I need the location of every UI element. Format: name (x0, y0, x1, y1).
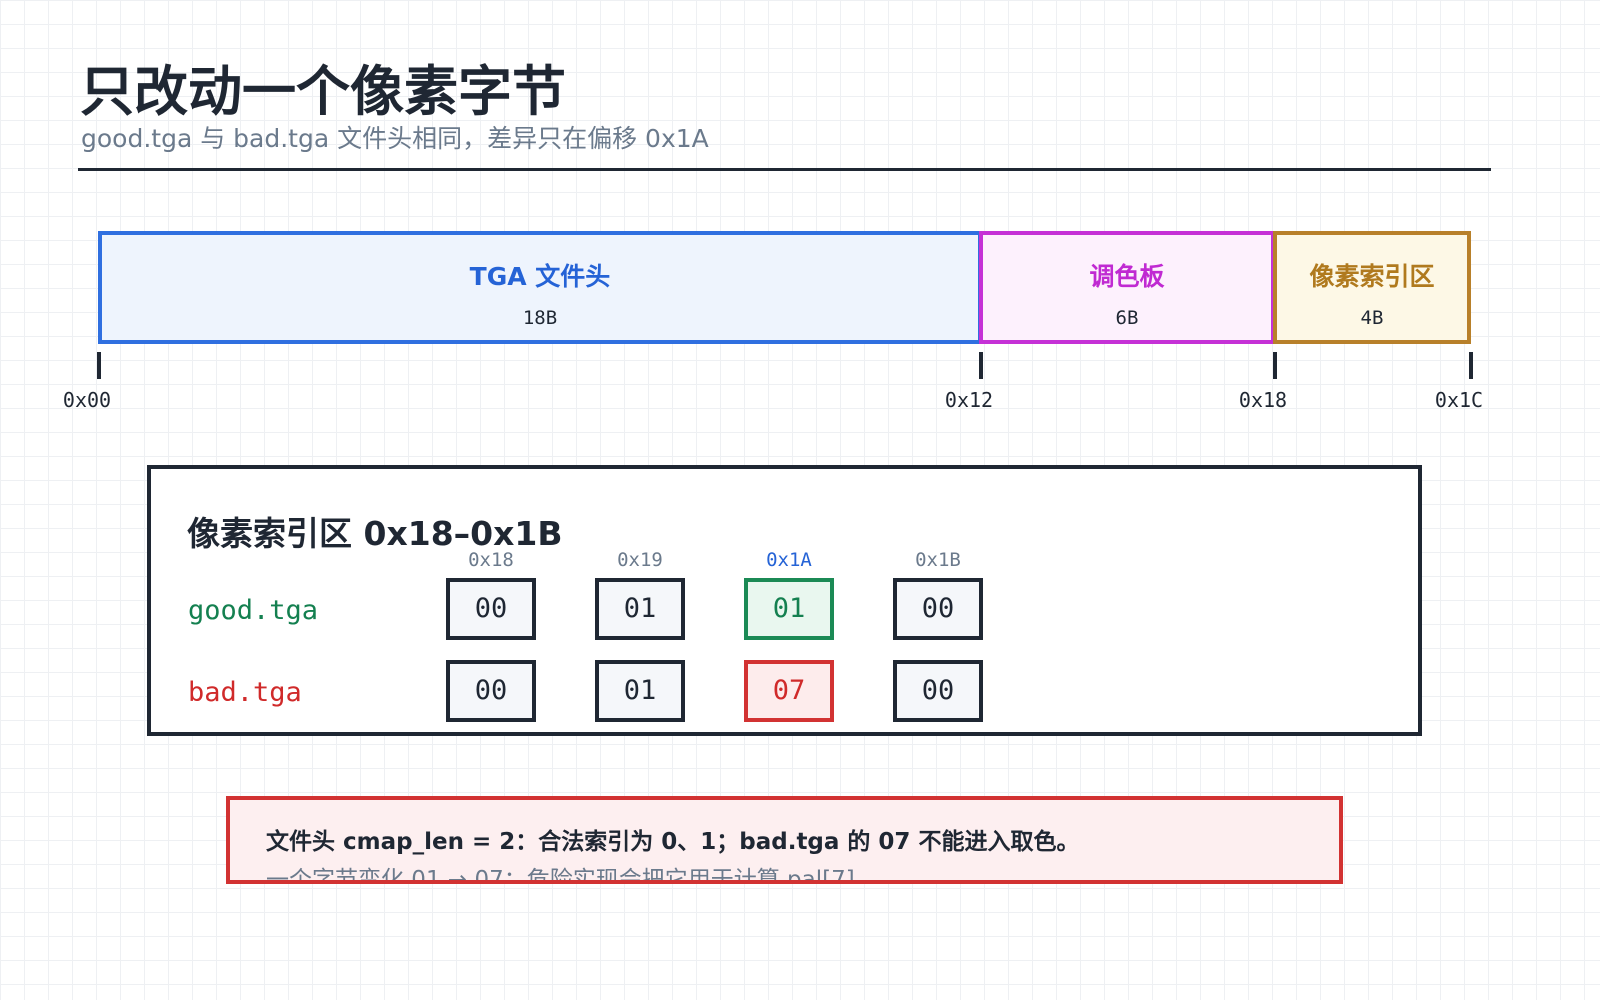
column-offset-label-highlighted: 0x1A (766, 549, 812, 571)
offset-tick (979, 352, 983, 379)
offset-label: 0x1C (1434, 388, 1484, 412)
segment-size: 6B (1115, 307, 1139, 329)
note-sub-text: 一个字节变化 01 → 07；危险实现会把它用于计算 pal[7]。 (266, 867, 878, 884)
segment-size: 4B (1360, 307, 1384, 329)
byte-cell: 01 (595, 578, 685, 640)
offset-tick (97, 352, 101, 379)
offset-label: 0x18 (1238, 388, 1288, 412)
offset-label: 0x12 (944, 388, 994, 412)
panel-title: 像素索引区 0x18–0x1B (187, 514, 563, 553)
byte-cell: 01 (595, 660, 685, 722)
byte-cell: 00 (893, 578, 983, 640)
title-divider (78, 168, 1491, 171)
row-label-good: good.tga (188, 595, 319, 626)
segment-name: TGA 文件头 (469, 262, 611, 291)
page-title: 只改动一个像素字节 (80, 60, 566, 123)
segment-size: 18B (522, 307, 558, 329)
segment-tga-header: TGA 文件头 18B (98, 231, 982, 344)
offset-tick (1469, 352, 1473, 379)
warning-note: 文件头 cmap_len = 2：合法索引为 0、1；bad.tga 的 07 … (226, 796, 1343, 884)
page-subtitle: good.tga 与 bad.tga 文件头相同，差异只在偏移 0x1A (81, 124, 709, 153)
offset-label: 0x00 (62, 388, 112, 412)
row-label-bad: bad.tga (188, 677, 302, 708)
note-main-text: 文件头 cmap_len = 2：合法索引为 0、1；bad.tga 的 07 … (266, 829, 1080, 855)
column-offset-label: 0x19 (617, 549, 663, 571)
offset-tick (1273, 352, 1277, 379)
segment-pixel-index: 像素索引区 4B (1273, 231, 1471, 344)
segment-palette: 调色板 6B (979, 231, 1275, 344)
byte-cell: 00 (446, 660, 536, 722)
byte-comparison-panel: 像素索引区 0x18–0x1B 0x18 0x19 0x1A 0x1B good… (147, 465, 1422, 736)
segment-name: 调色板 (1089, 262, 1165, 291)
column-offset-label: 0x1B (915, 549, 961, 571)
byte-cell-good-diff: 01 (744, 578, 834, 640)
segment-name: 像素索引区 (1309, 262, 1435, 291)
column-offset-label: 0x18 (468, 549, 514, 571)
byte-cell-bad-diff: 07 (744, 660, 834, 722)
byte-cell: 00 (446, 578, 536, 640)
byte-cell: 00 (893, 660, 983, 722)
